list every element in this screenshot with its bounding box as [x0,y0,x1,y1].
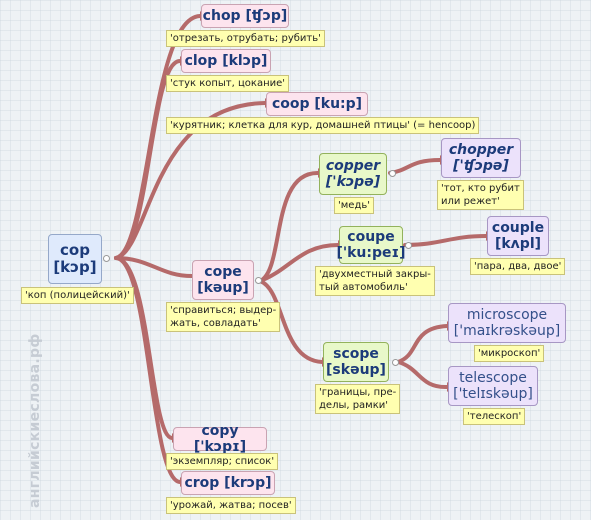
node-couple-word: couple [491,219,545,236]
node-copy[interactable]: copy ['kɔpɪ] [173,423,267,455]
node-cop-word: cop [60,240,90,259]
node-clop[interactable]: clop [klɔp] [181,49,271,73]
node-microscope-ipa: ['maɪkrəskəup] [453,323,561,339]
node-scope-word: scope [333,345,379,362]
link-cop-copy [114,256,174,440]
expand-handle-cope[interactable] [255,277,262,284]
node-crop[interactable]: crop [krɔp] [181,471,275,495]
expand-handle-coupe[interactable] [405,242,412,249]
node-coop-label: coop [ku:p] [271,95,363,112]
node-crop-label: crop [krɔp] [184,474,272,491]
node-telescope-ipa: ['telɪskəup] [453,386,533,402]
note-copy: 'экземпляр; список' [166,453,279,470]
link-scope-telescope [396,360,449,390]
node-scope[interactable]: scope [skəup] [323,342,389,382]
node-coupe-word: coupe [347,228,395,245]
node-telescope[interactable]: telescope ['telɪskəup] [448,366,538,406]
note-couple: 'пара, два, двое' [470,258,566,275]
note-chopper: 'тот, кто рубит или режет' [437,180,524,210]
note-copper: 'медь' [334,197,375,214]
node-cop[interactable]: cop [kɔp] [48,234,102,284]
node-cope-ipa: [kəup] [197,280,249,296]
link-cop-coop [114,101,267,260]
node-cope[interactable]: cope [kəup] [192,260,254,300]
node-coop[interactable]: coop [ku:p] [266,92,368,116]
node-chopper-ipa: ['ʧɔpə] [453,158,509,174]
note-clop: 'стук копыт, цокание' [166,75,290,92]
node-telescope-word: telescope [459,369,527,386]
watermark: английскиеслова.рф [27,333,43,508]
note-crop: 'урожай, жатва; посев' [166,497,296,514]
note-coupe: 'двухместный закры- тый автомобиль' [315,266,435,296]
node-copy-label: copy ['kɔpɪ] [193,422,247,455]
node-cop-ipa: [kɔp] [53,258,97,276]
link-cop-crop [114,256,182,484]
link-coupe-couple [403,234,488,247]
note-cop: 'коп (полицейский)' [21,287,134,304]
node-cope-word: cope [204,263,242,280]
link-scope-microscope [396,324,449,364]
link-cope-coupe [258,243,340,283]
node-chopper[interactable]: chopper ['ʧɔpə] [441,138,521,178]
note-scope: 'границы, пре- делы, рамки' [315,384,401,414]
node-clop-label: clop [klɔp] [184,52,268,69]
node-couple[interactable]: couple [kʌpl] [487,216,549,256]
note-chop: 'отрезать, отрубать; рубить' [166,30,325,47]
note-cope: 'справиться; выдер- жать, совладать' [166,302,281,332]
node-chop[interactable]: chop [ʧɔp] [201,4,289,28]
link-cope-scope [258,279,324,364]
note-telescope: 'телескоп' [463,408,526,425]
node-chop-label: chop [ʧɔp] [202,7,288,24]
node-couple-ipa: [kʌpl] [494,236,542,252]
node-copper-ipa: ['kɔpə] [325,174,381,190]
node-copper[interactable]: copper ['kɔpə] [319,153,387,195]
node-chopper-word: chopper [448,141,514,158]
expand-handle-scope[interactable] [392,359,399,366]
expand-handle-cop[interactable] [103,255,110,262]
node-coupe-ipa: ['ku:peɪ] [336,245,406,261]
link-cope-copper [258,170,320,283]
node-copper-word: copper [325,157,381,174]
node-microscope[interactable]: microscope ['maɪkrəskəup] [448,303,566,343]
node-scope-ipa: [skəup] [326,362,386,378]
link-cop-cope [114,256,194,278]
note-coop: 'курятник; клетка для кур, домашней птиц… [166,117,480,134]
node-microscope-word: microscope [466,306,548,323]
node-coupe[interactable]: coupe ['ku:peɪ] [336,226,406,264]
link-copper-chopper [388,158,442,175]
note-microscope: 'микроскоп' [474,345,545,362]
expand-handle-copper[interactable] [389,170,396,177]
